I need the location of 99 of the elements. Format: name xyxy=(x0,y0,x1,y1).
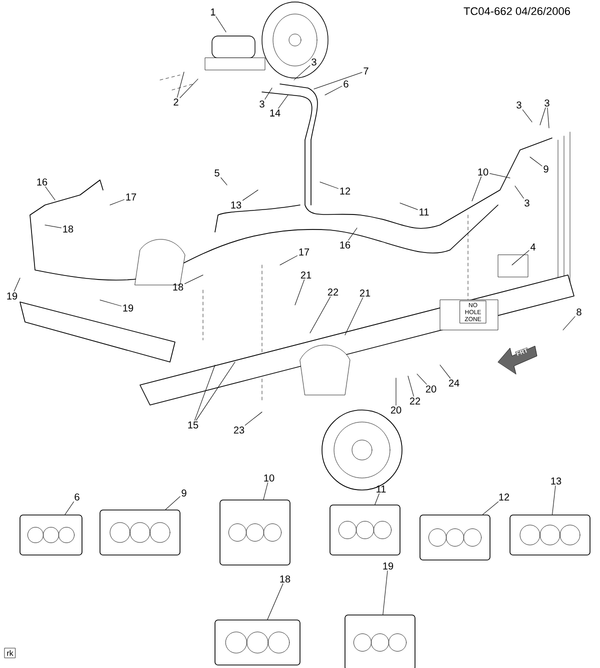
callout-number: 3 xyxy=(260,100,264,108)
leader-line xyxy=(472,176,482,202)
callout-number: 22 xyxy=(410,398,420,404)
callout-number: 19 xyxy=(7,292,18,300)
leader-line xyxy=(216,16,226,32)
callout-number: 20 xyxy=(390,406,402,414)
callout-number: 9 xyxy=(544,165,548,173)
clip-drawing xyxy=(220,500,290,566)
callout-number: 17 xyxy=(299,248,310,256)
leader-line xyxy=(416,374,427,384)
leader-line xyxy=(374,493,380,505)
leader-line xyxy=(242,190,258,201)
leader-line xyxy=(320,182,338,189)
callout-number: 16 xyxy=(37,178,48,186)
leader-line xyxy=(44,224,62,228)
callout-number: 23 xyxy=(234,426,244,434)
callout-number: 3 xyxy=(544,99,550,107)
leader-line xyxy=(324,86,342,96)
callout-number: 21 xyxy=(360,290,370,296)
leader-line xyxy=(100,300,122,306)
callout-number: 15 xyxy=(188,422,198,428)
callout-number: 21 xyxy=(300,272,312,278)
leader-line xyxy=(490,173,510,178)
callout-number: 6 xyxy=(344,80,348,88)
leader-line xyxy=(440,364,451,379)
leader-line xyxy=(408,376,414,397)
callout-number: 10 xyxy=(264,474,274,482)
clip-drawing xyxy=(420,514,490,560)
artist-initials: rk xyxy=(4,648,16,658)
callout-number: 12 xyxy=(499,494,510,500)
callout-number: 19 xyxy=(123,304,134,312)
leader-line xyxy=(547,108,550,128)
callout-number: 6 xyxy=(74,493,80,501)
leader-line xyxy=(220,177,228,186)
callout-number: 1 xyxy=(211,8,216,16)
leader-line xyxy=(530,156,542,166)
callout-number: 14 xyxy=(270,110,280,116)
leader-line xyxy=(280,255,298,266)
leader-line xyxy=(348,228,358,241)
drawing-number: TC04-662 04/26/2006 xyxy=(464,6,570,16)
leader-line xyxy=(45,186,56,200)
callout-number: 2 xyxy=(174,98,178,106)
callout-number: 10 xyxy=(478,168,488,176)
leader-line xyxy=(482,501,499,515)
leader-line xyxy=(382,570,388,615)
leader-line xyxy=(400,202,418,210)
clip-drawing xyxy=(214,620,300,666)
leader-line xyxy=(540,108,546,126)
leader-line xyxy=(264,88,272,100)
callout-number: 3 xyxy=(524,199,530,207)
callout-number: 24 xyxy=(448,380,460,386)
callout-number: 20 xyxy=(426,385,436,393)
callout-number: 18 xyxy=(280,575,290,583)
callout-number: 11 xyxy=(420,208,429,216)
leader-line xyxy=(177,72,184,98)
callout-number: 7 xyxy=(364,68,368,74)
leader-line xyxy=(512,250,530,266)
leader-line xyxy=(110,199,124,206)
callout-number: 5 xyxy=(214,170,220,176)
leader-line xyxy=(263,482,268,500)
callout-number: 9 xyxy=(182,489,186,497)
callout-number: 13 xyxy=(231,201,242,209)
callout-number: 11 xyxy=(376,486,386,492)
callout-number: 19 xyxy=(383,562,394,570)
clip-drawing xyxy=(330,504,400,556)
callout-number: 17 xyxy=(126,194,136,200)
leader-line xyxy=(522,110,532,122)
leader-line xyxy=(196,362,236,421)
leader-line xyxy=(180,78,198,98)
clip-drawing xyxy=(20,514,82,556)
leader-line xyxy=(294,279,305,306)
leader-line xyxy=(14,278,20,292)
leader-line xyxy=(344,297,364,336)
leader-line xyxy=(552,486,556,515)
leader-line xyxy=(267,584,284,620)
clip-drawing xyxy=(344,614,416,668)
leader-line xyxy=(294,65,310,80)
leader-line xyxy=(244,412,262,426)
callout-number: 13 xyxy=(551,477,562,485)
leader-line xyxy=(310,296,331,334)
callout-number: 22 xyxy=(328,288,338,296)
leader-line xyxy=(314,72,362,90)
callout-number: 3 xyxy=(516,101,522,109)
leader-line xyxy=(194,364,216,421)
callout-number: 3 xyxy=(312,58,316,66)
clip-drawing xyxy=(100,510,180,556)
callout-number: 8 xyxy=(576,308,582,316)
leader-line xyxy=(278,94,288,109)
leader-line xyxy=(165,496,180,510)
leader-line xyxy=(184,274,204,284)
leader-line xyxy=(562,316,576,330)
callout-number: 18 xyxy=(63,225,74,233)
leader-line xyxy=(514,186,524,199)
callout-number: 4 xyxy=(530,244,536,250)
clip-drawing xyxy=(510,514,590,556)
callout-number: 12 xyxy=(340,188,350,194)
callout-number: 18 xyxy=(173,283,184,291)
callout-number: 16 xyxy=(340,241,350,249)
leader-line xyxy=(64,502,74,515)
